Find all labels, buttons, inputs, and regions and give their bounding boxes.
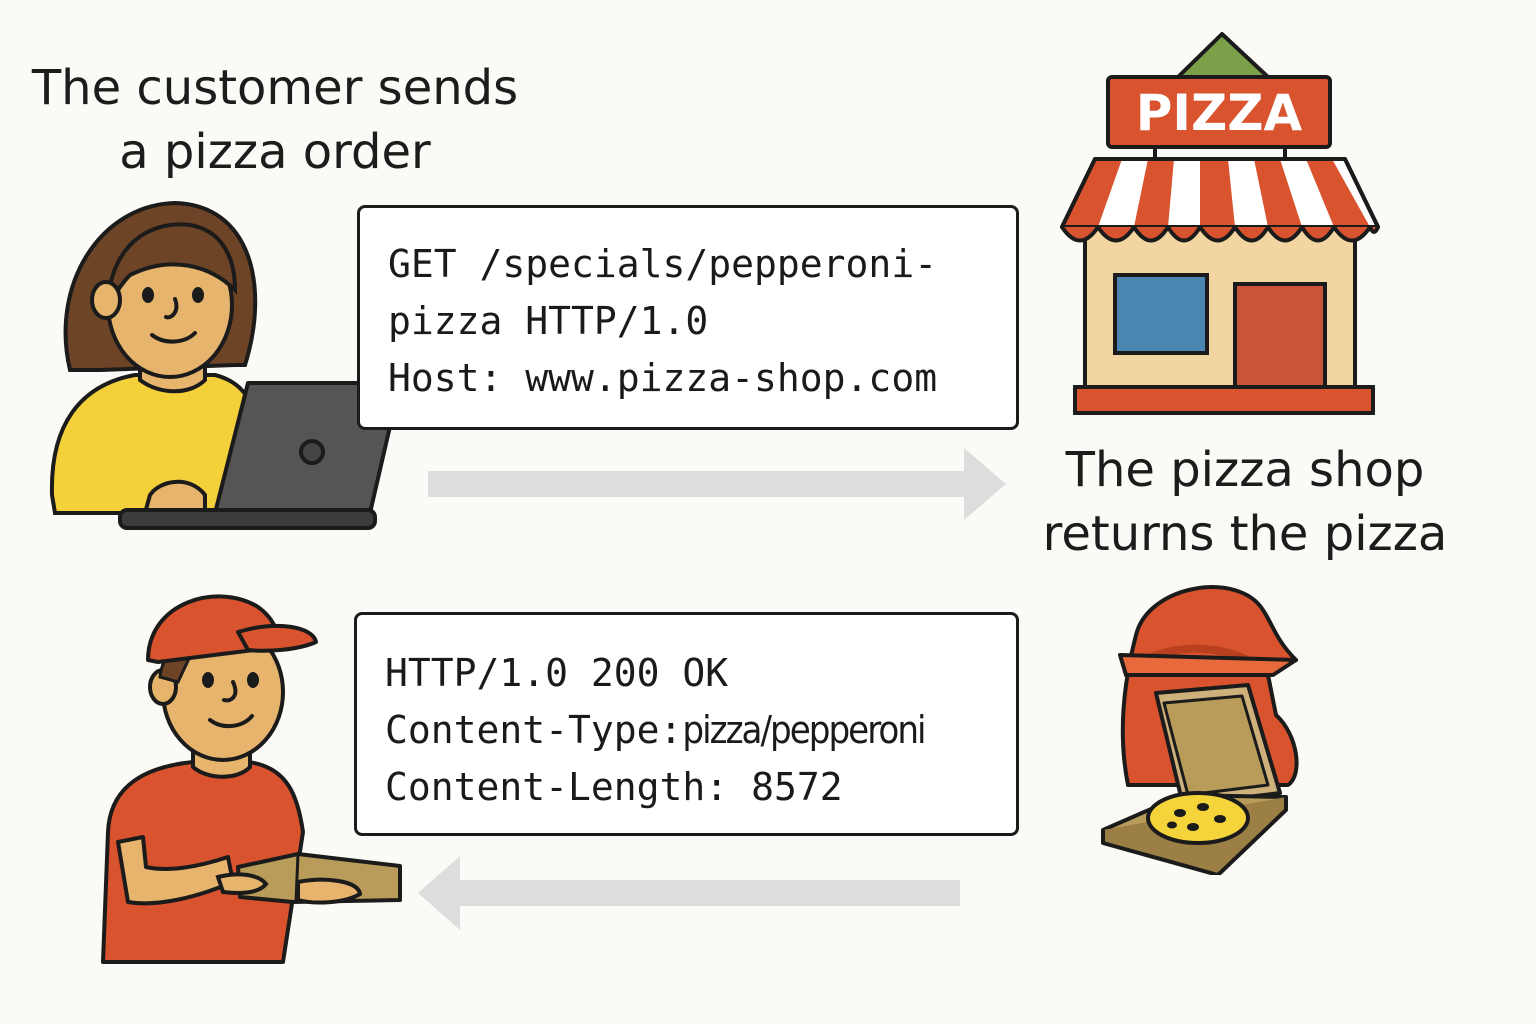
shop-sign-text: PIZZA bbox=[1136, 84, 1303, 142]
pizza-box-icon bbox=[1101, 585, 1299, 875]
content-type-value: pizza/pepperoni bbox=[682, 708, 926, 752]
customer-caption: The customer sends a pizza order bbox=[31, 60, 519, 180]
shop-caption: The pizza shop returns the pizza bbox=[1042, 442, 1448, 562]
arrow-left-icon bbox=[418, 856, 960, 930]
response-status-line: HTTP/1.0 200 OK bbox=[385, 651, 729, 695]
content-length-value: 8572 bbox=[751, 765, 843, 809]
http-request-box: GET /specials/pepperoni- pizza HTTP/1.0 … bbox=[357, 205, 1019, 430]
pizza-shop-icon: PIZZA bbox=[1060, 32, 1380, 415]
arrow-right-icon bbox=[428, 448, 1006, 520]
response-content-type-line: Content-Type:pizza/pepperoni bbox=[385, 702, 1016, 759]
customer-laptop-icon bbox=[49, 200, 402, 530]
content-length-key: Content-Length: bbox=[385, 765, 729, 809]
request-host-line: Host: www.pizza-shop.com bbox=[388, 356, 938, 400]
content-type-key: Content-Type: bbox=[385, 708, 683, 752]
request-line-2: pizza HTTP/1.0 bbox=[388, 299, 709, 343]
delivery-person-icon bbox=[101, 594, 402, 964]
request-line-1: GET /specials/pepperoni- bbox=[388, 242, 938, 286]
http-response-box: HTTP/1.0 200 OK Content-Type:pizza/peppe… bbox=[354, 612, 1019, 836]
response-content-length-line: Content-Length: 8572 bbox=[385, 759, 1016, 816]
